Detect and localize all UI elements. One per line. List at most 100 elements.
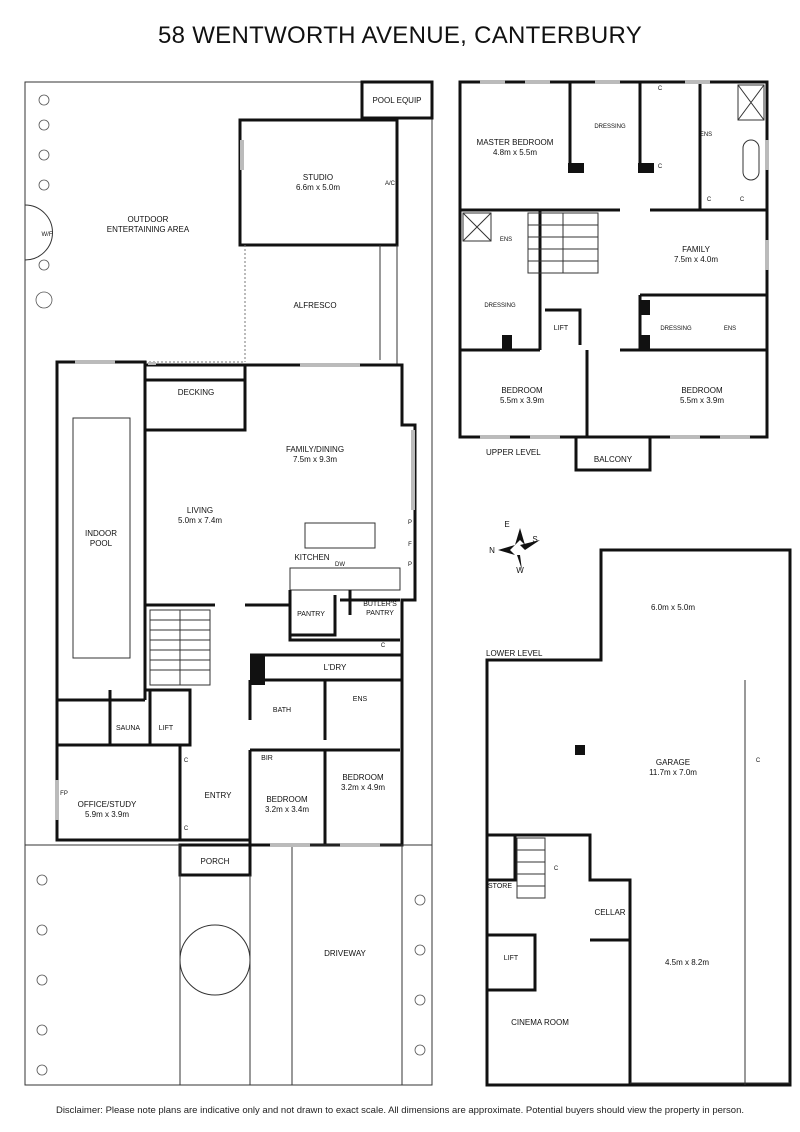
room-label: ENS — [500, 237, 512, 243]
room-label: BUTLER'S — [363, 601, 397, 608]
room-label: DRESSING — [484, 303, 516, 309]
room-label: DRIVEWAY — [324, 949, 366, 958]
room-label: PORCH — [201, 857, 230, 866]
room-label: POOL EQUIP — [372, 96, 421, 105]
room-label: BEDROOM — [342, 773, 384, 782]
room-label: C — [184, 758, 189, 764]
compass-n: N — [489, 546, 495, 555]
disclaimer: Disclaimer: Please note plans are indica… — [55, 1105, 745, 1116]
room-label: BEDROOM — [681, 386, 723, 395]
room-label: C — [707, 197, 712, 203]
room-label: MASTER BEDROOM — [477, 138, 554, 147]
room-dimension: 5.5m x 3.9m — [680, 396, 724, 405]
room-label: ENS — [353, 696, 368, 703]
room-label: STORE — [488, 883, 512, 890]
room-label: DRESSING — [594, 124, 626, 130]
compass-e: E — [504, 520, 509, 529]
room-dimension: 7.5m x 4.0m — [674, 255, 718, 264]
room-label: POOL — [90, 539, 113, 548]
room-label: DW — [335, 562, 345, 568]
room-dimension: 3.2m x 3.4m — [265, 805, 309, 814]
room-label: INDOOR — [85, 529, 117, 538]
lower-walls — [485, 548, 792, 1087]
room-label: CINEMA ROOM — [511, 1018, 569, 1027]
room-dimension: 5.0m x 7.4m — [178, 516, 222, 525]
room-label: SAUNA — [116, 725, 140, 732]
room-label: OFFICE/STUDY — [78, 800, 137, 809]
room-label: ENTERTAINING AREA — [107, 225, 190, 234]
compass-icon: E N S W — [489, 520, 540, 575]
room-label: OUTDOOR — [128, 215, 169, 224]
room-dimension: 5.9m x 3.9m — [85, 810, 129, 819]
room-label: ENS — [700, 132, 712, 138]
room-label: LIFT — [159, 725, 174, 732]
stairs — [149, 609, 181, 686]
water-feature — [24, 204, 53, 261]
room-label: FAMILY/DINING — [286, 445, 344, 454]
plan-title: 58 WENTWORTH AVENUE, CANTERBURY — [157, 22, 643, 49]
room-label: LIVING — [187, 506, 213, 515]
room-dimension: 6.0m x 5.0m — [651, 603, 695, 612]
room-label: P — [408, 520, 412, 526]
studio-room — [238, 118, 399, 247]
room-dimension: 7.5m x 9.3m — [293, 455, 337, 464]
room-label: BEDROOM — [266, 795, 308, 804]
room-label: BATH — [273, 707, 291, 714]
room-dimension: 5.5m x 3.9m — [500, 396, 544, 405]
room-label: PANTRY — [366, 610, 394, 617]
room-label: L'DRY — [324, 663, 347, 672]
room-label: P — [408, 562, 412, 568]
room-label: FP — [60, 791, 68, 797]
upper-walls — [458, 80, 769, 439]
room-label: BALCONY — [594, 455, 633, 464]
room-label: C — [658, 86, 663, 92]
lower-level-plan — [485, 548, 792, 1087]
room-label: LIFT — [554, 325, 569, 332]
room-dimension: 4.8m x 5.5m — [493, 148, 537, 157]
room-dimension: 4.5m x 8.2m — [665, 958, 709, 967]
kitchen-island — [304, 522, 376, 549]
room-label: KITCHEN — [294, 553, 329, 562]
balcony — [574, 435, 652, 472]
room-label: ENS — [724, 326, 736, 332]
room-label: BIR — [261, 755, 273, 762]
room-label: GARAGE — [656, 758, 690, 767]
room-label: F — [408, 542, 412, 548]
compass-s: S — [532, 535, 537, 544]
room-label: ALFRESCO — [293, 301, 336, 310]
room-label: DRESSING — [660, 326, 692, 332]
level-label: LOWER LEVEL — [486, 649, 543, 658]
room-label: C — [184, 826, 189, 832]
decking-area — [143, 363, 247, 432]
room-label: C — [756, 758, 761, 764]
ground-level-plan — [24, 80, 434, 1086]
compass-w: W — [516, 566, 524, 575]
room-label: A/C — [385, 181, 396, 187]
room-dimension: 3.2m x 4.9m — [341, 783, 385, 792]
room-label: C — [381, 643, 386, 649]
room-label: BEDROOM — [501, 386, 543, 395]
hedge-trees — [35, 94, 426, 1076]
pool-equip-room — [360, 80, 434, 120]
stairs — [516, 837, 546, 899]
room-label: STUDIO — [303, 173, 333, 182]
room-dimension: 11.7m x 7.0m — [649, 768, 697, 777]
pool-water — [72, 417, 131, 659]
room-label: DECKING — [178, 388, 214, 397]
room-label: LIFT — [504, 955, 519, 962]
room-label: W/F — [42, 232, 53, 238]
room-label: FAMILY — [682, 245, 711, 254]
room-label: C — [554, 866, 559, 872]
room-label: ENTRY — [205, 791, 233, 800]
room-label: PANTRY — [297, 611, 325, 618]
lot-boundary — [24, 81, 433, 1086]
garden-circle — [179, 924, 251, 996]
room-label: C — [658, 164, 663, 170]
level-label: UPPER LEVEL — [486, 448, 541, 457]
room-dimension: 6.6m x 5.0m — [296, 183, 340, 192]
room-label: C — [740, 197, 745, 203]
driveway — [291, 844, 403, 1086]
upper-level-plan — [458, 80, 769, 472]
room-label: CELLAR — [594, 908, 625, 917]
